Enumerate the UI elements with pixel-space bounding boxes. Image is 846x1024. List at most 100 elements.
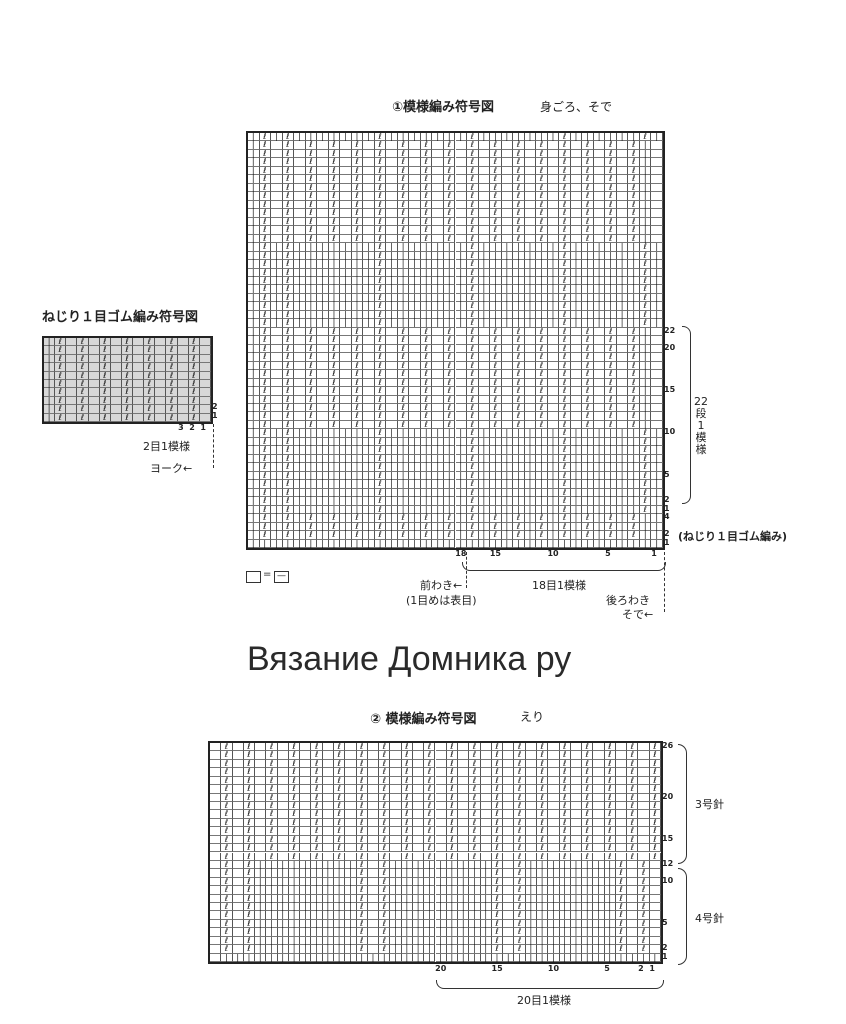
- chart-cell: ℓ: [374, 242, 387, 252]
- chart-cell: |: [455, 301, 468, 311]
- chart-cell: ℓ: [259, 301, 272, 311]
- chart-cell: [432, 149, 444, 159]
- chart-cell: ℓ: [259, 318, 272, 328]
- chart-cell: ℓ: [443, 234, 456, 244]
- chart-cell: ℓ: [282, 335, 295, 345]
- row-number: 1: [664, 503, 670, 513]
- chart-cell: ℓ: [420, 378, 433, 388]
- chart-cell: |: [305, 242, 318, 252]
- chart-cell: |: [432, 276, 444, 286]
- chart-cell: [277, 785, 289, 794]
- chart-cell: [110, 405, 122, 414]
- chart-cell: [547, 200, 560, 210]
- chart-cell: [593, 835, 605, 845]
- col-number: 10: [547, 964, 560, 973]
- chart-cell: [651, 234, 663, 244]
- chart-cell: [367, 919, 380, 929]
- chart-cell: [455, 378, 468, 388]
- repeat-cols-brace: [462, 562, 666, 571]
- chart-cell: ℓ: [305, 157, 318, 167]
- chart-cell: [294, 226, 306, 235]
- chart-cell: |: [491, 953, 504, 962]
- chart-cell: ℓ: [374, 378, 387, 388]
- chart-cell: [435, 768, 447, 777]
- chart-cell: [503, 776, 515, 786]
- chart-cell: ℓ: [328, 335, 341, 345]
- chart-cell: [367, 827, 380, 836]
- chart-cell: [277, 844, 289, 853]
- chart-cell: ℓ: [374, 276, 387, 286]
- chart-cell: ℓ: [420, 174, 433, 184]
- chart-cell: ℓ: [328, 208, 341, 218]
- chart-cell: [432, 234, 444, 244]
- chart-cell: ℓ: [605, 403, 617, 413]
- chart-cell: ℓ: [259, 344, 272, 354]
- chart-cell: ℓ: [374, 259, 387, 269]
- chart-cell: [294, 344, 306, 354]
- chart-cell: |: [478, 284, 491, 294]
- chart-cell: [455, 327, 468, 337]
- chart-cell: [458, 759, 470, 769]
- chart-cell: [593, 370, 606, 379]
- chart-cell: [409, 183, 421, 193]
- chart-cell: ℓ: [490, 344, 502, 354]
- chart-cell: ℓ: [559, 293, 571, 303]
- chart-cell: [501, 336, 514, 345]
- chart-cell: ℓ: [305, 166, 318, 176]
- chart-cell: [615, 759, 628, 769]
- chart-cell: ℓ: [282, 420, 295, 430]
- chart-cell: [432, 387, 444, 396]
- chart-cell: ℓ: [351, 140, 364, 150]
- chart-cell: [524, 387, 537, 396]
- chart-cell: |: [432, 259, 444, 269]
- chart-cell: |: [490, 268, 502, 277]
- chart-cell: ℓ: [305, 420, 318, 430]
- chart-cell: [570, 751, 583, 760]
- chart-cell: [616, 149, 629, 159]
- chart-cell: [317, 378, 329, 388]
- chart-cell: ℓ: [443, 361, 456, 371]
- chart-cell: [363, 217, 375, 227]
- chart-cell: ℓ: [282, 251, 295, 261]
- chart-cell: |: [455, 276, 468, 286]
- chart-cell: [177, 388, 189, 397]
- chart-cell: ℓ: [374, 251, 387, 261]
- chart-cell: [277, 759, 289, 769]
- chart-cell: [232, 877, 244, 887]
- chart-cell: |: [651, 259, 663, 269]
- chart-cell: ℓ: [559, 208, 571, 218]
- chart-cell: [455, 226, 468, 235]
- chart-cell: [133, 346, 145, 355]
- chart-cell: |: [501, 132, 514, 142]
- chart-cell: ℓ: [282, 132, 295, 142]
- chart-cell: ℓ: [582, 386, 594, 396]
- chart-cell: [412, 785, 425, 794]
- chart-cell: [458, 835, 470, 845]
- chart-cell: [340, 361, 352, 371]
- chart-cell: ℓ: [467, 217, 479, 227]
- chart-cell: ℓ: [605, 412, 617, 421]
- chart-cell: [638, 785, 650, 794]
- chart-cell: [386, 370, 398, 379]
- chart-cell: [480, 801, 492, 811]
- row-number: 2: [664, 495, 670, 505]
- chart-cell: [478, 149, 491, 159]
- chart-cell: |: [651, 251, 663, 261]
- chart-cell: [345, 801, 357, 811]
- chart-cell: [255, 844, 267, 853]
- chart-cell: ℓ: [259, 149, 272, 159]
- chart-cell: |: [248, 166, 260, 176]
- chart-cell: [367, 894, 380, 904]
- chart-cell: |: [536, 268, 548, 277]
- rib-row-number: 4: [664, 512, 670, 522]
- chart-cell: [548, 801, 560, 811]
- chart-cell: |: [248, 208, 260, 218]
- chart-cell: |: [570, 242, 583, 252]
- chart-cell: ℓ: [351, 395, 364, 405]
- chart-cell: ℓ: [305, 200, 318, 210]
- chart-cell: ℓ: [536, 403, 548, 413]
- chart-cell: |: [334, 953, 346, 962]
- chart-cell: ℓ: [443, 412, 456, 421]
- chart-cell: ℓ: [490, 174, 502, 184]
- chart-cell: [317, 175, 329, 184]
